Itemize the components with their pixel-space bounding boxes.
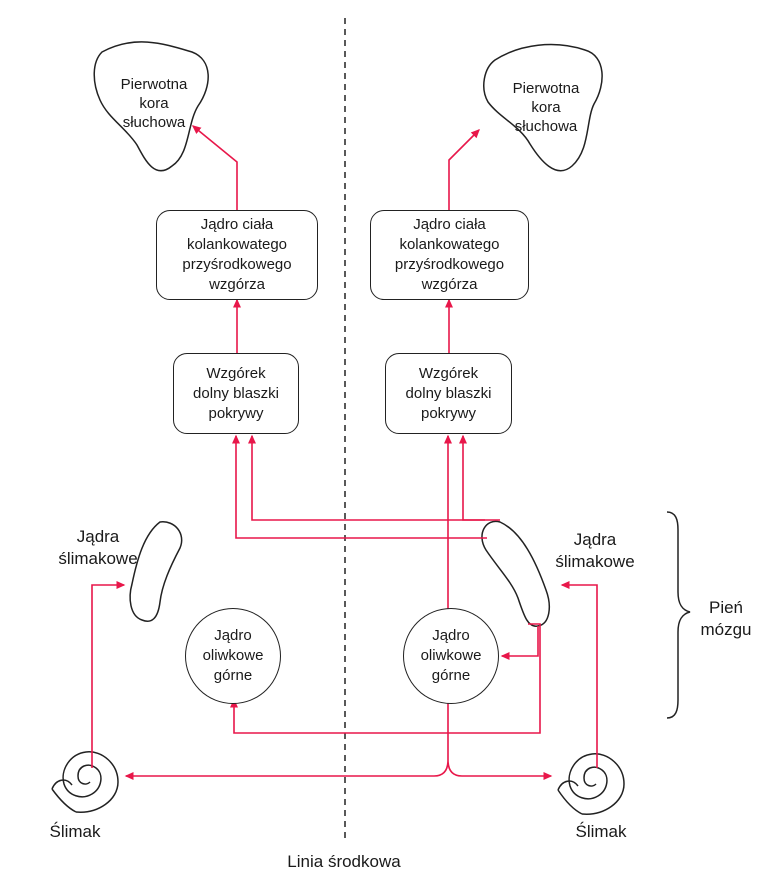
cochlear-nucleus-right-shape: [481, 520, 551, 627]
brainstem-label: Pień mózgu: [700, 598, 752, 639]
cochlear-nuclei-right-label: Jądra ślimakowe: [555, 530, 635, 571]
cochlea-right-icon: [557, 753, 625, 815]
brainstem-brace: [666, 511, 691, 719]
pathway-left-cochlea-to-nucleus: [91, 580, 126, 768]
mgn-right-box: Jądro ciała kolankowatego przyśrodkowego…: [370, 210, 529, 300]
pathway-right-nucleus-to-left-ic-a: [231, 434, 487, 539]
ic-left-box: Wzgórek dolny blaszki pokrywy: [173, 353, 299, 434]
cochlea-left-label: Ślimak: [49, 822, 101, 841]
cortex-left-label: Pierwotna kora słuchowa: [120, 76, 188, 131]
cortex-right-shape: [483, 43, 603, 172]
pathway-olive-to-cochleas: [124, 698, 553, 781]
mgn-left-box: Jądro ciała kolankowatego przyśrodkowego…: [156, 210, 318, 300]
superior-olive-left-circle: Jądro oliwkowe górne: [185, 608, 281, 704]
pathway-right-nucleus-to-left-olive: [229, 623, 541, 734]
midline-label: Linia środkowa: [287, 852, 401, 871]
pathway-right-nucleus-to-right-ic: [458, 434, 485, 521]
pathway-right-mgn-to-cortex: [448, 129, 480, 210]
ic-right-box: Wzgórek dolny blaszki pokrywy: [385, 353, 512, 434]
cortex-right-label: Pierwotna kora słuchowa: [512, 80, 580, 135]
cortex-left-shape: [93, 41, 209, 172]
pathway-right-nucleus-to-left-ic-b: [247, 434, 500, 521]
superior-olive-right-circle: Jądro oliwkowe górne: [403, 608, 499, 704]
cochlea-right-label: Ślimak: [575, 822, 627, 841]
cochlear-nuclei-left-label: Jądra ślimakowe: [58, 527, 138, 568]
pathway-right-cochlea-to-nucleus: [560, 580, 598, 768]
cochlear-nucleus-left-shape: [129, 521, 183, 622]
pathway-right-nucleus-to-right-olive: [500, 626, 539, 661]
pathway-left-mgn-to-cortex: [191, 125, 238, 210]
cochlea-left-icon: [51, 751, 119, 813]
